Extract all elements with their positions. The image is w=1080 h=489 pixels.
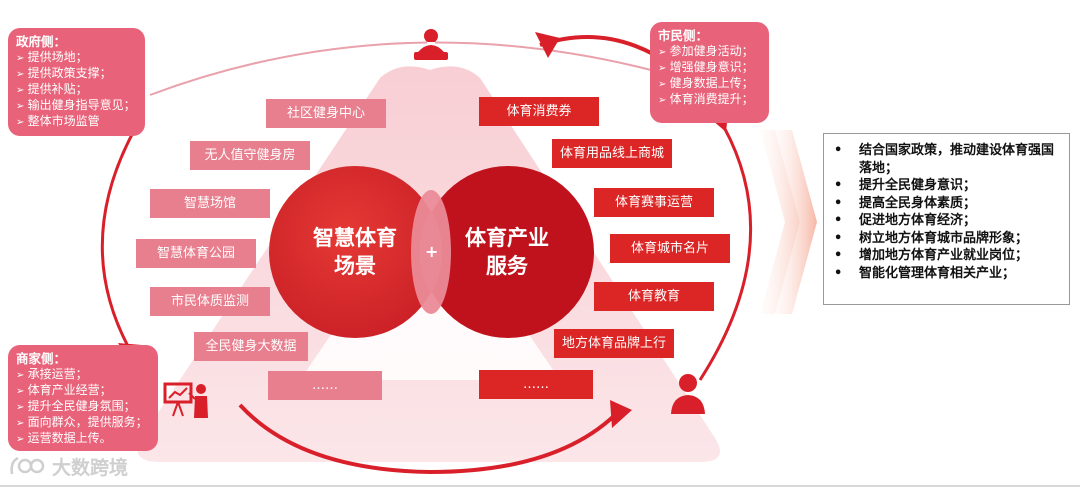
list-item: 运营数据上传。: [16, 431, 150, 447]
list-item: 增加地方体育产业就业岗位；: [832, 247, 1063, 265]
tag-smart-sports-park: 智慧体育公园: [136, 239, 256, 268]
government-side-box: 政府侧： 提供场地； 提供政策支撑； 提供补贴； 输出健身指导意见； 整体市场监…: [8, 28, 145, 136]
tag-unmanned-gym: 无人值守健身房: [190, 141, 310, 170]
government-list: 提供场地； 提供政策支撑； 提供补贴； 输出健身指导意见； 整体市场监管: [16, 50, 137, 130]
brand-logo-icon: [10, 456, 45, 475]
tag-left-more: ……: [268, 371, 382, 400]
list-item: 参加健身活动；: [658, 44, 761, 60]
tag-sports-education: 体育教育: [594, 282, 714, 311]
list-item: 促进地方体育经济；: [832, 212, 1063, 230]
list-item: 面向群众，提供服务；: [16, 415, 150, 431]
list-item: 提升全民健身氛围；: [16, 399, 150, 415]
government-title: 政府侧：: [16, 34, 67, 49]
right-circle-label: 体育产业 服务: [447, 224, 567, 280]
results-box: 结合国家政策，推动建设体育强国落地； 提升全民健身意识； 提高全民身体素质； 促…: [823, 133, 1070, 305]
left-circle-label: 智慧体育 场景: [295, 224, 415, 280]
tag-event-operation: 体育赛事运营: [594, 188, 714, 217]
list-item: 体育消费提升；: [658, 92, 761, 108]
brand-logo: 大数跨境: [8, 452, 128, 480]
arc-right: [698, 119, 753, 381]
list-item: 智能化管理体育相关产业；: [832, 265, 1063, 283]
right-circle-line2: 服务: [486, 254, 528, 278]
arc-bottom-arrowhead: [610, 400, 632, 428]
left-circle-line1: 智慧体育: [313, 226, 397, 250]
citizen-list: 参加健身活动； 增强健身意识； 健身数据上传； 体育消费提升；: [658, 44, 761, 108]
merchant-title: 商家侧：: [16, 351, 67, 366]
list-item: 体育产业经营；: [16, 383, 150, 399]
plus-sign: +: [425, 242, 439, 261]
arc-top-right-arrowhead: [535, 32, 560, 58]
left-circle: [269, 166, 441, 338]
tag-community-fitness-center: 社区健身中心: [266, 99, 386, 128]
chevrons: [760, 130, 817, 314]
citizen-side-box: 市民侧： 参加健身活动； 增强健身意识； 健身数据上传； 体育消费提升；: [650, 22, 769, 123]
right-circle-line1: 体育产业: [465, 226, 549, 250]
tag-online-mall: 体育用品线上商城: [552, 139, 672, 168]
list-item: 承接运营；: [16, 367, 150, 383]
list-item: 提供补贴；: [16, 82, 137, 98]
bottom-divider: [0, 485, 1080, 487]
list-item: 提供场地；: [16, 50, 137, 66]
list-item: 提供政策支撑；: [16, 66, 137, 82]
presenter-board-icon: [163, 382, 208, 418]
tag-fitness-monitoring: 市民体质监测: [150, 287, 270, 316]
list-item: 提升全民健身意识；: [832, 177, 1063, 195]
person-icon: [671, 374, 705, 414]
list-item: 增强健身意识；: [658, 60, 761, 76]
brand-logo-text: 大数跨境: [52, 456, 129, 479]
results-list: 结合国家政策，推动建设体育强国落地； 提升全民健身意识； 提高全民身体素质； 促…: [832, 142, 1063, 282]
list-item: 树立地方体育城市品牌形象；: [832, 230, 1063, 248]
tag-city-card: 体育城市名片: [610, 234, 730, 263]
speaker-at-podium-icon: [414, 29, 448, 60]
tag-local-brand: 地方体育品牌上行: [554, 329, 674, 358]
tag-sports-voucher: 体育消费券: [479, 97, 599, 126]
list-item: 提高全民身体素质；: [832, 195, 1063, 213]
arc-left: [100, 119, 142, 351]
arc-bottom: [238, 403, 622, 475]
list-item: 整体市场监管: [16, 114, 137, 130]
citizen-title: 市民侧：: [658, 28, 709, 43]
left-circle-line2: 场景: [334, 254, 376, 278]
list-item: 结合国家政策，推动建设体育强国落地；: [832, 142, 1063, 177]
tag-right-more: ……: [479, 370, 593, 399]
right-circle: [422, 166, 594, 338]
tag-fitness-big-data: 全民健身大数据: [194, 332, 308, 361]
merchant-side-box: 商家侧： 承接运营； 体育产业经营； 提升全民健身氛围； 面向群众，提供服务； …: [8, 345, 158, 451]
list-item: 输出健身指导意见；: [16, 98, 137, 114]
overlap-lens: [411, 190, 451, 314]
tag-smart-venue: 智慧场馆: [150, 189, 270, 218]
list-item: 健身数据上传；: [658, 76, 761, 92]
merchant-list: 承接运营； 体育产业经营； 提升全民健身氛围； 面向群众，提供服务； 运营数据上…: [16, 367, 150, 447]
